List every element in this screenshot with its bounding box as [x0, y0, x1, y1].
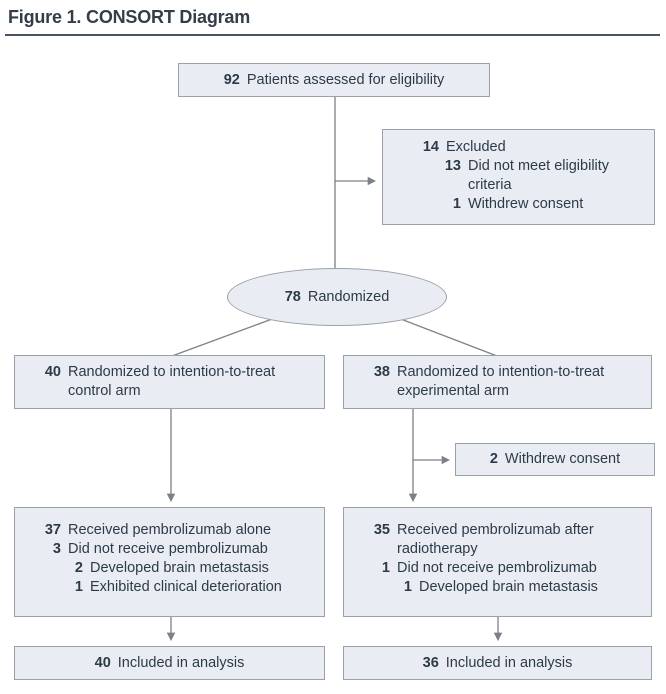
withdrew-count: 2 [489, 451, 498, 467]
title-rule [5, 34, 660, 36]
box-experimental-received: 35 Received pembrolizumab after radiothe… [343, 507, 652, 617]
excluded-line: 1 Withdrew consent [452, 196, 584, 212]
withdrew-label: Withdrew consent [504, 451, 621, 467]
excluded-line: 13 Did not meet eligibility criteria [444, 158, 610, 193]
figure-title: Figure 1. CONSORT Diagram [8, 7, 251, 27]
control-analysis-count: 40 [94, 654, 111, 671]
box-experimental-analysis: 36 Included in analysis [343, 646, 652, 680]
experimental-analysis-count: 36 [422, 654, 439, 671]
box-withdrew-consent: 2 Withdrew consent [455, 443, 655, 476]
box-control-analysis: 40 Included in analysis [14, 646, 325, 680]
box-control-received: 37 Received pembrolizumab alone 3 Did no… [14, 507, 325, 617]
box-control-arm: 40 Randomized to intention-to-treat cont… [14, 355, 325, 409]
assessed-label: Patients assessed for eligibility [246, 71, 445, 88]
randomized-count: 78 [284, 289, 301, 305]
box-experimental-arm: 38 Randomized to intention-to-treat expe… [343, 355, 652, 409]
ellipse-randomized: 78 Randomized [227, 268, 447, 326]
assessed-count: 92 [223, 71, 240, 88]
excluded-line: 14 Excluded [422, 139, 506, 155]
randomized-label: Randomized [307, 289, 390, 305]
box-assessed: 92 Patients assessed for eligibility [178, 63, 490, 97]
control-analysis-label: Included in analysis [117, 654, 245, 671]
box-excluded: 14 Excluded 13 Did not meet eligibility … [382, 129, 655, 225]
experimental-analysis-label: Included in analysis [445, 654, 573, 671]
